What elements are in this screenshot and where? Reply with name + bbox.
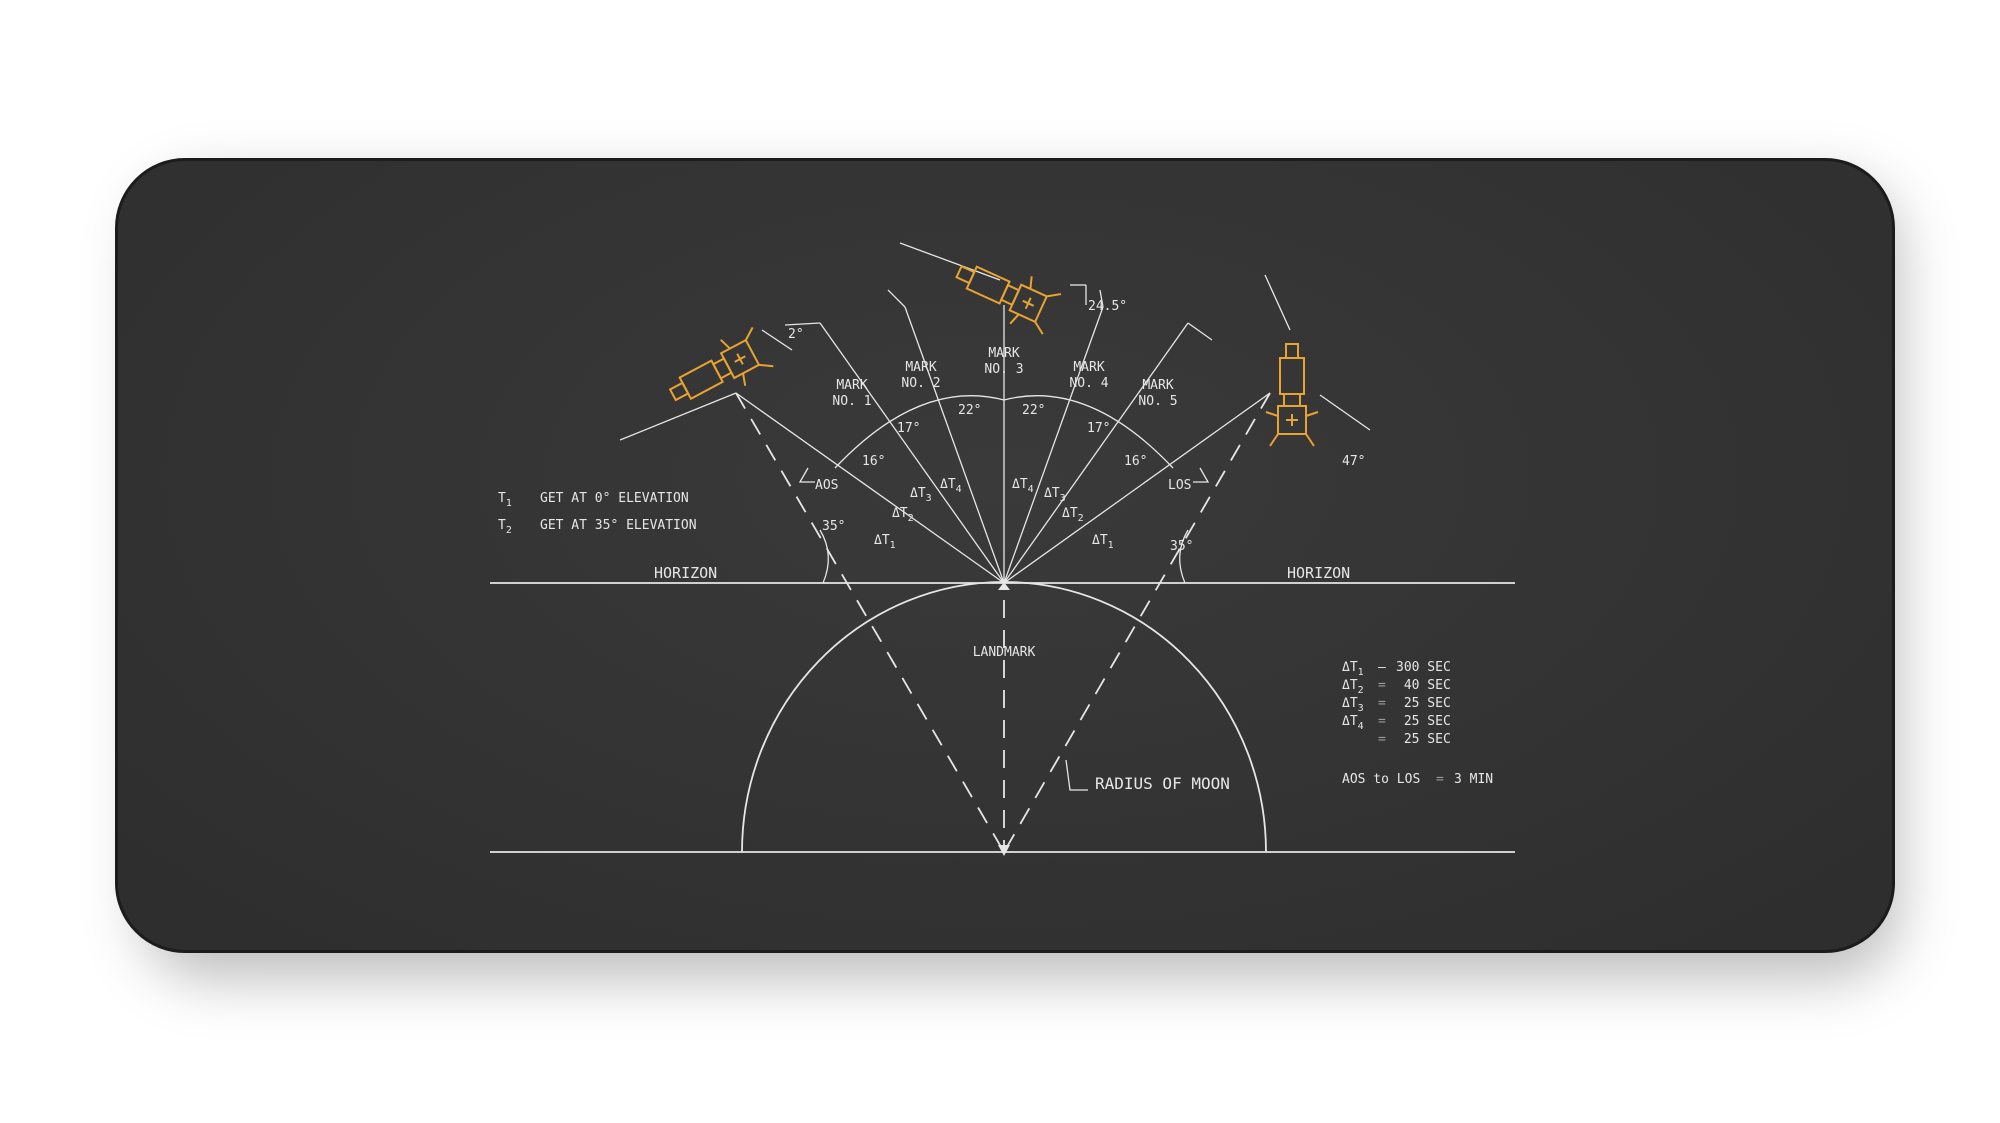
ext-line	[887, 289, 906, 308]
spacecraft-1	[668, 326, 774, 402]
aos-arrow	[798, 467, 815, 483]
angle-2: 2°	[788, 327, 804, 342]
landmark-label: LANDMARK	[973, 645, 1036, 660]
angle-arc-35-right	[1179, 529, 1189, 584]
spacecraft-axis-1	[619, 392, 737, 441]
dt4-right: ΔT4	[1012, 477, 1034, 495]
sight-line-mark2	[904, 306, 1005, 584]
ext-line	[784, 322, 821, 326]
horizon-label-right: HORIZON	[1287, 564, 1350, 582]
dt4-left: ΔT4	[940, 477, 962, 495]
los-label: LOS	[1168, 478, 1191, 493]
aos-label: AOS	[815, 478, 838, 493]
mark-5-line1: MARK	[1142, 378, 1173, 393]
angle-22-left: 22°	[958, 403, 981, 418]
arrowhead	[998, 845, 1010, 856]
aos-to-los: AOS to LOS=3 MIN	[1342, 772, 1493, 787]
sight-line-aos	[735, 392, 1005, 584]
angle-24-5: 24.5°	[1088, 299, 1127, 314]
angle-16-right: 16°	[1124, 454, 1147, 469]
legend-right-row: = 25 SEC	[1378, 732, 1451, 747]
angle-16-left: 16°	[862, 454, 885, 469]
ext-line	[1099, 289, 1104, 308]
legend-right-row: ΔT4= 25 SEC	[1342, 714, 1451, 732]
mark-1-line1: MARK	[836, 378, 867, 393]
dt3-right: ΔT3	[1044, 486, 1066, 504]
ext-line	[1187, 322, 1213, 341]
dt3-left: ΔT3	[910, 486, 932, 504]
mark-4-line2: NO. 4	[1069, 376, 1108, 391]
angle-arc-35-left	[819, 529, 829, 584]
mark-5-line2: NO. 5	[1138, 394, 1177, 409]
legend-right: ΔT1–300 SEC ΔT2= 40 SEC ΔT3= 25 SEC ΔT4=…	[1342, 660, 1493, 787]
legend-right-row: ΔT1–300 SEC	[1342, 660, 1451, 678]
dt1-right: ΔT1	[1092, 533, 1114, 551]
horizon-label-left: HORIZON	[654, 564, 717, 582]
radius-arrow	[1065, 759, 1088, 791]
mark-1-line2: NO. 1	[832, 394, 871, 409]
spacecraft-5	[1265, 343, 1319, 447]
spacecraft-3	[955, 264, 1062, 335]
mark-3-line1: MARK	[988, 346, 1019, 361]
angle-35-left: 35°	[822, 519, 845, 534]
angle-arc	[834, 395, 1174, 469]
angle-47: 47°	[1342, 454, 1365, 469]
mark-2-line2: NO. 2	[901, 376, 940, 391]
angle-35-right: 35°	[1170, 539, 1193, 554]
mark-2-line1: MARK	[905, 360, 936, 375]
sight-line-los	[1003, 392, 1271, 584]
legend-right-row: ΔT3= 25 SEC	[1342, 696, 1451, 714]
angle-22-right: 22°	[1022, 403, 1045, 418]
dt2-right: ΔT2	[1062, 506, 1084, 524]
sight-line-mark4	[1003, 306, 1104, 584]
mark-3-line2: NO. 3	[984, 362, 1023, 377]
spacecraft-axis-5b	[1319, 394, 1371, 431]
spacecraft-axis-3	[899, 242, 1001, 281]
arrowhead	[998, 582, 1010, 590]
radius-of-moon-label: RADIUS OF MOON	[1095, 774, 1230, 793]
dt2-left: ΔT2	[892, 506, 914, 524]
mark-4-line1: MARK	[1073, 360, 1104, 375]
spacecraft-axis-5	[1264, 274, 1291, 331]
spacecraft-axis-1b	[761, 329, 793, 351]
dt1-left: ΔT1	[874, 533, 896, 551]
angle-17-left: 17°	[897, 421, 920, 436]
los-arrow	[1193, 467, 1210, 483]
sight-line-mark1	[819, 322, 1005, 584]
sight-line-mark5	[1003, 322, 1189, 584]
legend-right-row: ΔT2= 40 SEC	[1342, 678, 1451, 696]
angle-17-right: 17°	[1087, 421, 1110, 436]
